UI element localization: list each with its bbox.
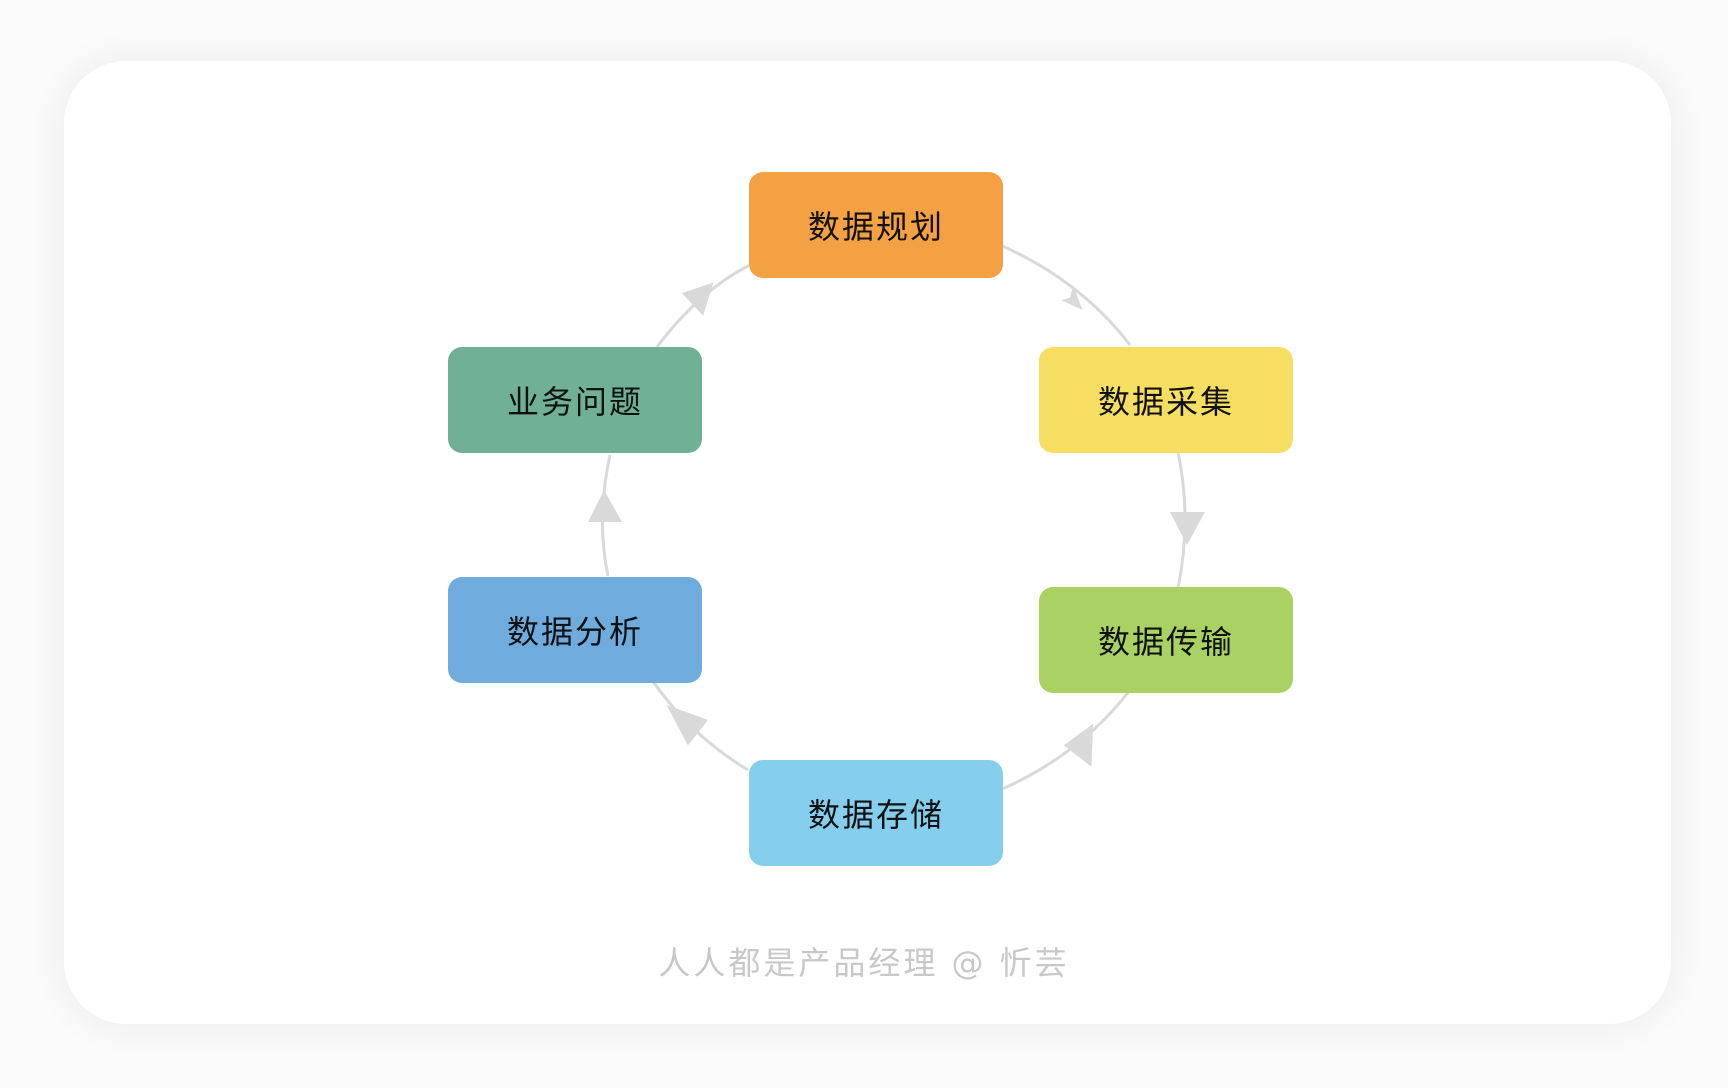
node-data-storage: 数据存储 — [749, 760, 1003, 866]
node-data-planning-label: 数据规划 — [807, 208, 944, 246]
node-data-collection: 数据采集 — [1039, 347, 1293, 453]
watermark-text: 人人都是产品经理 @ 忻芸 — [658, 944, 1070, 982]
node-data-analysis-label: 数据分析 — [506, 613, 643, 651]
node-data-collection-label: 数据采集 — [1097, 383, 1234, 421]
node-data-transfer: 数据传输 — [1039, 587, 1293, 693]
node-business-problem-label: 业务问题 — [506, 383, 643, 421]
node-data-analysis: 数据分析 — [448, 577, 702, 683]
node-data-transfer-label: 数据传输 — [1097, 623, 1234, 661]
node-business-problem: 业务问题 — [448, 347, 702, 453]
node-data-planning: 数据规划 — [749, 172, 1003, 278]
node-data-storage-label: 数据存储 — [807, 796, 944, 834]
